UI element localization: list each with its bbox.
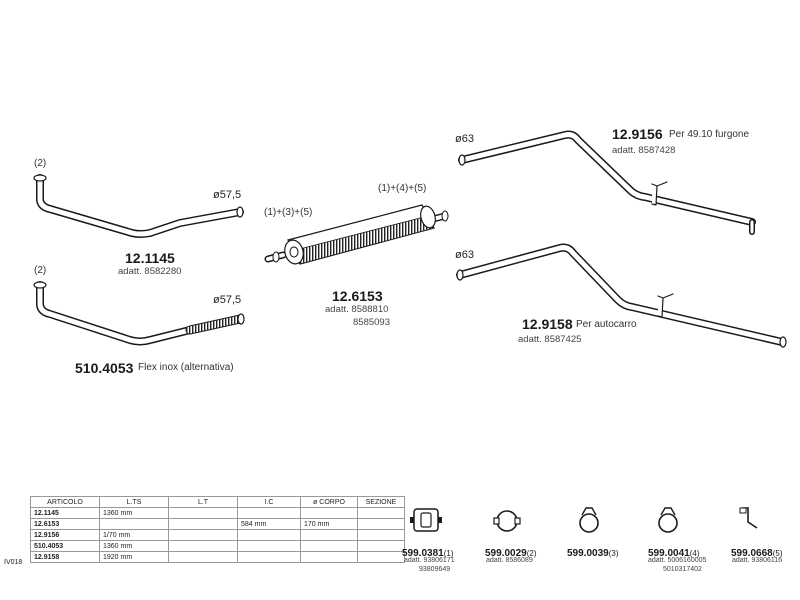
accessory-number: (3) bbox=[608, 549, 619, 558]
accessory-code: 599.0381 bbox=[402, 548, 444, 559]
table-row: 12.9158 1920 mm bbox=[30, 551, 405, 563]
spec-table: ARTICOLO L.TS L.T I.C ø CORPO SEZIONE 12… bbox=[30, 496, 405, 563]
clamp-icon-599-0381 bbox=[410, 508, 442, 532]
table-cell bbox=[168, 551, 238, 563]
part-code: 12.6153 bbox=[332, 288, 383, 304]
adatt-label: 8585093 bbox=[353, 317, 390, 328]
pipe-510-4053 bbox=[33, 281, 245, 346]
table-cell: 1360 mm bbox=[99, 507, 169, 519]
col-header: ARTICOLO bbox=[30, 496, 100, 508]
table-cell: 584 mm bbox=[237, 518, 301, 530]
table-cell bbox=[168, 540, 238, 552]
accessory-label: 599.0041(4) bbox=[648, 544, 700, 560]
ref-label: (2) bbox=[34, 265, 47, 276]
diameter-label: ø57,5 bbox=[213, 294, 242, 306]
col-header: SEZIONE bbox=[357, 496, 405, 508]
table-row: 12.6153 584 mm 170 mm bbox=[30, 518, 405, 530]
adatt-label: adatt. 8587428 bbox=[612, 145, 676, 156]
table-cell bbox=[237, 551, 301, 563]
table-cell bbox=[300, 551, 358, 563]
table-cell bbox=[357, 507, 405, 519]
part-code: 510.4053 bbox=[75, 360, 134, 376]
table-header-row: ARTICOLO L.TS L.T I.C ø CORPO SEZIONE bbox=[30, 496, 405, 508]
table-cell bbox=[300, 507, 358, 519]
accessory-code: 599.0039 bbox=[567, 548, 609, 559]
bracket-icon-599-0668 bbox=[739, 507, 758, 529]
accessory-adatt: adatt. 5006160005 bbox=[648, 557, 707, 564]
pipe-12-9158 bbox=[456, 243, 787, 348]
accessory-adatt: adatt. 93806171 bbox=[404, 557, 455, 564]
pipe-12-1145 bbox=[33, 174, 244, 238]
table-cell: 1360 mm bbox=[99, 540, 169, 552]
table-cell: 12.1145 bbox=[30, 507, 100, 519]
pipe-12-9156 bbox=[458, 130, 756, 235]
table-cell bbox=[168, 529, 238, 541]
adatt-label: adatt. 8582280 bbox=[118, 266, 182, 277]
col-header: L.T bbox=[168, 496, 238, 508]
col-header: I.C bbox=[237, 496, 301, 508]
table-cell bbox=[237, 507, 301, 519]
u-bolt-clamp-icon-599-0039 bbox=[579, 507, 599, 533]
ref-label: (1)+(4)+(5) bbox=[378, 183, 427, 194]
accessory-adatt: adatt. 93806116 bbox=[732, 557, 783, 564]
accessory-code: 599.0041 bbox=[648, 548, 690, 559]
accessory-code: 599.0029 bbox=[485, 548, 527, 559]
table-row: 12.1145 1360 mm bbox=[30, 507, 405, 519]
part-code: 12.1145 bbox=[125, 250, 175, 266]
accessory-adatt: 5010317402 bbox=[663, 566, 702, 573]
table-cell: 170 mm bbox=[300, 518, 358, 530]
table-cell: 1/70 mm bbox=[99, 529, 169, 541]
accessory-number: (2) bbox=[526, 549, 537, 558]
col-header: L.TS bbox=[99, 496, 169, 508]
accessory-number: (4) bbox=[689, 549, 700, 558]
ref-label: (2) bbox=[34, 158, 47, 169]
table-cell bbox=[357, 551, 405, 563]
diameter-label: ø57,5 bbox=[213, 189, 242, 201]
table-cell: 12.9158 bbox=[30, 551, 100, 563]
table-cell bbox=[300, 529, 358, 541]
table-cell bbox=[237, 540, 301, 552]
part-code: 12.9158 bbox=[522, 316, 573, 332]
part-description: Per 49.10 furgone bbox=[669, 129, 750, 140]
diameter-label: ø63 bbox=[455, 133, 474, 145]
table-cell bbox=[300, 540, 358, 552]
part-code: 12.9156 bbox=[612, 126, 663, 142]
table-cell bbox=[168, 518, 238, 530]
table-cell: 12.6153 bbox=[30, 518, 100, 530]
diameter-label: ø63 bbox=[455, 249, 474, 261]
table-cell bbox=[99, 518, 169, 530]
table-cell bbox=[357, 518, 405, 530]
adatt-label: adatt. 8588810 bbox=[325, 304, 389, 315]
u-bolt-clamp-icon-599-0041 bbox=[658, 507, 678, 533]
table-row: 12.9156 1/70 mm bbox=[30, 529, 405, 541]
table-cell: 510.4053 bbox=[30, 540, 100, 552]
accessory-number: (5) bbox=[772, 549, 783, 558]
accessory-label: 599.0039(3) bbox=[567, 544, 619, 560]
ring-clamp-icon-599-0029 bbox=[493, 510, 521, 532]
accessory-label: 599.0381(1) bbox=[402, 544, 454, 560]
table-cell bbox=[237, 529, 301, 541]
table-cell: 1920 mm bbox=[99, 551, 169, 563]
accessory-adatt: adatt. 8586089 bbox=[486, 557, 533, 564]
table-cell bbox=[357, 529, 405, 541]
accessory-number: (1) bbox=[443, 549, 454, 558]
table-cell: 12.9156 bbox=[30, 529, 100, 541]
accessory-adatt: 93809649 bbox=[419, 566, 451, 573]
table-cell bbox=[357, 540, 405, 552]
part-description: Per autocarro bbox=[576, 319, 637, 330]
accessory-code: 599.0668 bbox=[731, 548, 773, 559]
part-description: Flex inox (alternativa) bbox=[138, 362, 234, 373]
ref-label: (1)+(3)+(5) bbox=[264, 207, 313, 218]
side-code: IV018 bbox=[4, 559, 23, 566]
muffler-12-6153 bbox=[264, 204, 449, 265]
adatt-label: adatt. 8587425 bbox=[518, 334, 582, 345]
table-row: 510.4053 1360 mm bbox=[30, 540, 405, 552]
accessory-label: 599.0029(2) bbox=[485, 544, 537, 560]
table-cell bbox=[168, 507, 238, 519]
col-header: ø CORPO bbox=[300, 496, 358, 508]
accessory-label: 599.0668(5) bbox=[731, 544, 783, 560]
